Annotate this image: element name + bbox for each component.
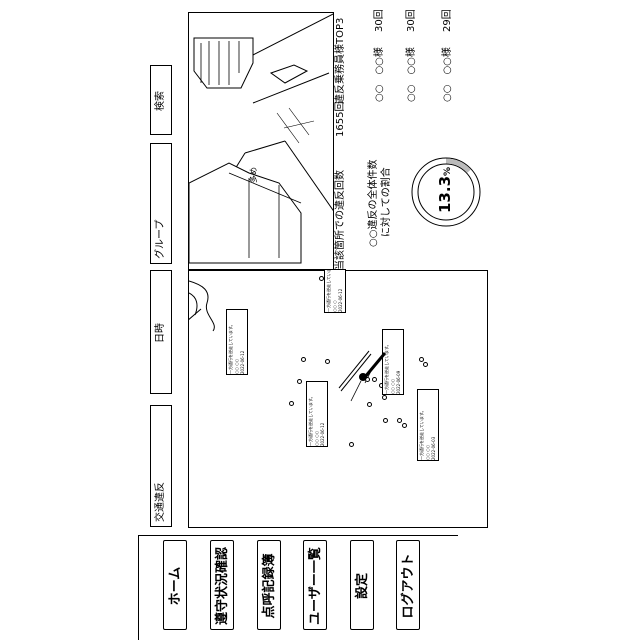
callout-date: 2022-06-12: [320, 384, 325, 446]
category-select-label: 交通違反: [155, 462, 167, 528]
callout-driver: ○○ ○: [332, 272, 337, 312]
map-road-line-6: [351, 381, 361, 401]
datetime-select-label: 日時: [155, 271, 167, 395]
callout-text: 一方通行を逆走しています。: [419, 392, 424, 460]
top3-count-3: 29回: [442, 12, 454, 32]
street-building-right: [194, 38, 253, 88]
map-road-line-2: [189, 293, 197, 315]
nav-settings[interactable]: 設定: [350, 540, 374, 630]
street-pole-3: [284, 121, 314, 128]
nav-compliance-status[interactable]: 遵守状況確認: [210, 540, 234, 630]
ratio-value: 13.3: [436, 176, 454, 213]
ratio-value-wrap: 13.3%: [435, 168, 454, 213]
callout-driver: ○○ ○○: [425, 392, 430, 460]
street-road-edge-3: [245, 141, 285, 153]
nav-roll-call-records-label: 点呼記録簿: [262, 541, 278, 631]
street-view-photo[interactable]: 多め: [188, 12, 334, 270]
map-marker[interactable]: [289, 401, 294, 406]
ratio-unit: %: [443, 167, 453, 176]
top3-name-2: ○○ ○○様: [406, 32, 418, 102]
nav-user-list[interactable]: ユーザー一覧: [303, 540, 327, 630]
map-marker[interactable]: [383, 418, 388, 423]
map-marker[interactable]: [301, 357, 306, 362]
violation-count-value: 1655回: [335, 107, 347, 137]
top3-count-2: 30回: [406, 12, 418, 32]
datetime-select[interactable]: 日時: [150, 270, 172, 394]
callout-text: 一方通行を逆走しています。: [228, 312, 233, 374]
map-pointer-arrow: [361, 347, 401, 387]
nav-compliance-status-label: 遵守状況確認: [215, 541, 231, 631]
group-select-label: グループ: [155, 199, 167, 265]
callout-date: 2022-06-12: [338, 272, 343, 312]
street-building-left: [189, 163, 301, 263]
nav-home[interactable]: ホーム: [163, 540, 187, 630]
map-marker[interactable]: [367, 402, 372, 407]
street-sign-text: 多め: [249, 159, 259, 183]
callout-date: 2022-06-12: [240, 312, 245, 374]
map-marker[interactable]: [423, 362, 428, 367]
map-marker[interactable]: [419, 357, 424, 362]
top3-title: 違反乗務員様TOP3: [335, 12, 347, 104]
callout-text: 一方通行を逆走しています。: [308, 384, 313, 446]
violation-map[interactable]: 一方通行を逆走しています。 ○○ ○○ 2022-06-12 一方通行を逆走して…: [188, 270, 488, 528]
top3-name-3: ○○ ○○様: [442, 32, 454, 102]
nav-settings-label: 設定: [355, 541, 371, 631]
map-marker[interactable]: [349, 442, 354, 447]
group-select[interactable]: グループ: [150, 143, 172, 264]
map-marker[interactable]: [382, 395, 387, 400]
nav-logout-label: ログアウト: [401, 541, 417, 631]
nav-roll-call-records[interactable]: 点呼記録簿: [257, 540, 281, 630]
map-marker[interactable]: [297, 379, 302, 384]
map-marker[interactable]: [397, 418, 402, 423]
street-awning: [271, 65, 307, 83]
search-button[interactable]: 検索: [150, 65, 172, 135]
search-button-label: 検索: [155, 66, 167, 136]
callout-driver: ○○ ○○: [314, 384, 319, 446]
street-road-edge-1: [253, 13, 334, 55]
map-callout[interactable]: 一方通行を逆走しています。 ○○ ○○ 2022-06-03: [417, 389, 439, 461]
stats-panel: 当該箇所での違反回数 1655回 違反乗務員様TOP3 ○○ ○○様 30回 ○…: [334, 12, 464, 270]
nav-logout[interactable]: ログアウト: [396, 540, 420, 630]
map-callout[interactable]: 一方通行を逆走しています。 ○○ ○ 2022-06-12: [324, 269, 346, 313]
street-pole-2: [289, 108, 309, 135]
ratio-label-line-2: に対しての割合: [381, 137, 393, 237]
top3-name-1: ○○ ○○様: [374, 32, 386, 102]
map-road-line-1: [189, 281, 214, 331]
sidebar-divider: [138, 535, 139, 640]
street-view-illustration: [189, 13, 334, 270]
top3-count-1: 30回: [374, 12, 386, 32]
map-pointer-arrow-shaft: [365, 353, 385, 377]
map-callout[interactable]: 一方通行を逆走しています。 ○○ ○○ 2022-06-12: [306, 381, 328, 447]
callout-date: 2022-06-03: [431, 392, 436, 460]
map-marker[interactable]: [325, 359, 330, 364]
callout-driver: ○○ ○○: [234, 312, 239, 374]
map-callout[interactable]: 一方通行を逆走しています。 ○○ ○○ 2022-06-12: [226, 309, 248, 375]
category-select[interactable]: 交通違反: [150, 405, 172, 527]
nav-user-list-label: ユーザー一覧: [308, 541, 324, 631]
ratio-label-line-1: ○○違反の全体件数: [368, 137, 380, 247]
map-marker[interactable]: [402, 423, 407, 428]
callout-text: 一方通行を逆走しています。: [326, 272, 331, 312]
nav-home-label: ホーム: [168, 541, 184, 631]
sidebar-top-rule: [138, 535, 458, 536]
